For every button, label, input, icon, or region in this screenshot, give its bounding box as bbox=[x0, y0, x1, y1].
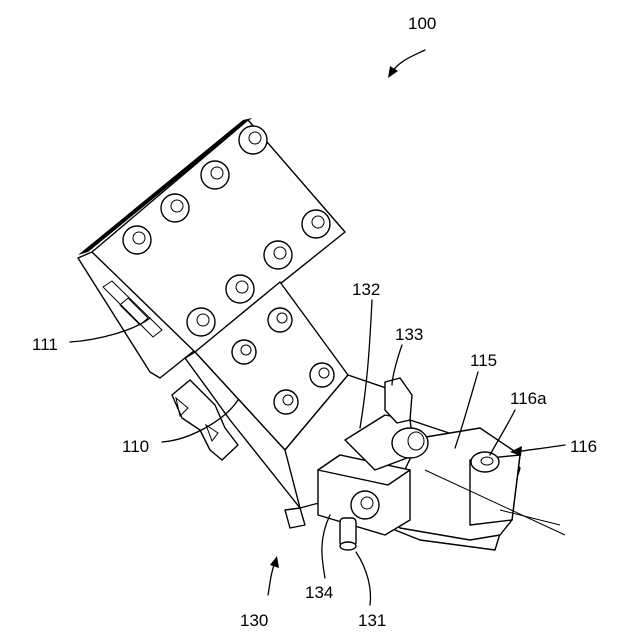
label-111: 111 bbox=[32, 335, 58, 354]
label-115: 115 bbox=[470, 351, 497, 370]
bolt bbox=[226, 275, 254, 303]
bolt bbox=[161, 194, 189, 222]
bolt bbox=[471, 452, 499, 472]
bolt bbox=[302, 210, 330, 238]
label-116: 116 bbox=[570, 437, 597, 456]
bolt bbox=[187, 308, 215, 336]
label-100: 100 bbox=[408, 14, 436, 33]
bolt bbox=[232, 340, 256, 364]
leader-134 bbox=[322, 515, 330, 578]
leader-100 bbox=[392, 50, 425, 72]
label-116a: 116a bbox=[510, 389, 547, 408]
leader-131 bbox=[356, 552, 370, 605]
bolt bbox=[264, 241, 292, 269]
leader-116 bbox=[515, 445, 565, 452]
bolt bbox=[351, 491, 379, 519]
bolt bbox=[123, 226, 151, 254]
bolt bbox=[239, 126, 267, 154]
leader-130 bbox=[268, 562, 275, 595]
label-134: 134 bbox=[305, 583, 333, 602]
label-130: 130 bbox=[240, 611, 268, 630]
bolt bbox=[268, 308, 292, 332]
bolt bbox=[310, 363, 334, 387]
label-110: 110 bbox=[122, 437, 149, 456]
label-133: 133 bbox=[395, 325, 423, 344]
bolt bbox=[274, 390, 298, 414]
label-131: 131 bbox=[358, 611, 386, 630]
label-132: 132 bbox=[352, 280, 380, 299]
bolt bbox=[201, 161, 229, 189]
